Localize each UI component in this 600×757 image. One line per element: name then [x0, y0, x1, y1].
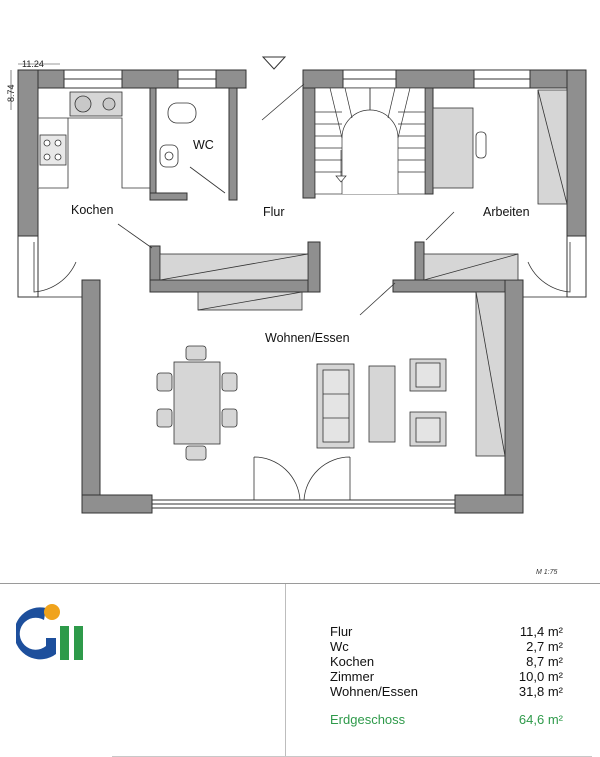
area-name: Zimmer: [330, 669, 375, 684]
area-row-total: Erdgeschoss 64,6 m²: [330, 712, 563, 727]
width-dimension: 11.24: [22, 59, 44, 69]
total-name: Erdgeschoss: [330, 712, 406, 727]
room-label-flur: Flur: [263, 205, 285, 219]
area-value: 2,7 m²: [526, 639, 563, 654]
entrance-arrow-icon: [261, 56, 287, 70]
area-row-flur: Flur 11,4 m²: [330, 624, 563, 639]
room-label-arbeiten: Arbeiten: [483, 205, 530, 219]
area-name: Flur: [330, 624, 353, 639]
dining-set: [156, 345, 238, 461]
company-logo: [16, 604, 83, 660]
lounge-set: [316, 358, 447, 449]
area-value: 31,8 m²: [518, 684, 563, 699]
room-label-wohnen-essen: Wohnen/Essen: [265, 331, 350, 345]
floor-plan: 11.24 8.74 Kochen WC Flur Arbeiten Wohne…: [6, 56, 587, 514]
area-row-wohnen-essen: Wohnen/Essen 31,8 m²: [330, 684, 563, 699]
total-value: 64,6 m²: [518, 712, 563, 727]
panel-divider: [285, 584, 286, 757]
dimension-markers: [10, 63, 60, 110]
area-row-zimmer: Zimmer 10,0 m²: [330, 669, 563, 684]
area-value: 10,0 m²: [518, 669, 563, 684]
cabinets: [159, 253, 519, 457]
staircase: [314, 87, 426, 195]
area-table: Flur 11,4 m² Wc 2,7 m² Kochen 8,7 m² Zim…: [330, 624, 563, 727]
area-row-kochen: Kochen 8,7 m²: [330, 654, 563, 669]
scale-label: M 1:75: [536, 569, 558, 576]
area-value: 8,7 m²: [526, 654, 563, 669]
area-row-wc: Wc 2,7 m²: [330, 639, 563, 654]
room-label-wc: WC: [193, 138, 214, 152]
info-panel: Flur 11,4 m² Wc 2,7 m² Kochen 8,7 m² Zim…: [0, 583, 600, 757]
desk: [432, 89, 568, 205]
area-name: Kochen: [330, 654, 375, 669]
doors: [33, 83, 571, 501]
depth-dimension: 8.74: [6, 84, 16, 102]
wc-fixtures: [159, 102, 197, 168]
area-name: Wohnen/Essen: [330, 684, 418, 699]
windows: [17, 69, 587, 509]
area-name: Wc: [330, 639, 349, 654]
area-value: 11,4 m²: [519, 624, 563, 639]
room-label-kochen: Kochen: [71, 203, 113, 217]
kitchen-counter: [38, 91, 150, 189]
